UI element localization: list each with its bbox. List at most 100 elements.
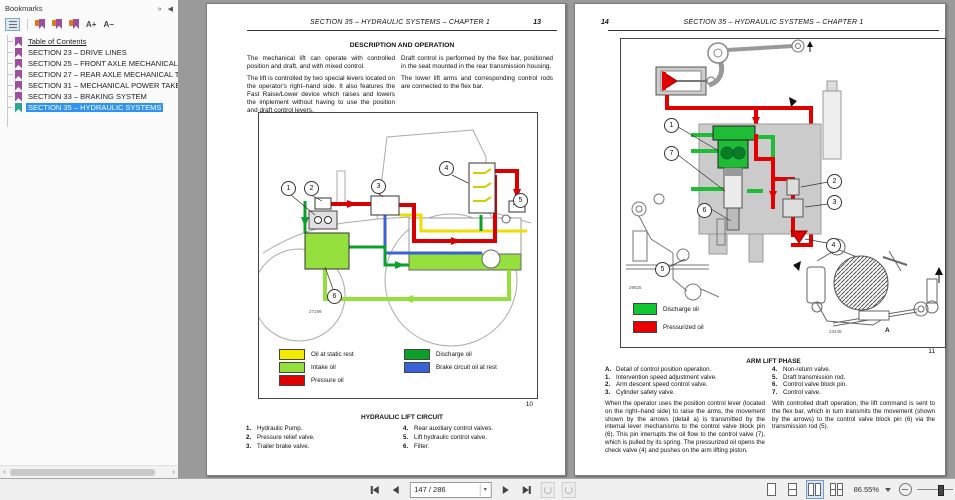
- legend-swatch: [404, 362, 430, 373]
- bottom-toolbar: 147 / 286 ▾ 86.55%: [0, 478, 955, 500]
- two-page-continuous-view-icon[interactable]: [829, 481, 845, 498]
- scroll-right-icon[interactable]: ›: [172, 469, 175, 476]
- list-item: A.Detail of control position operation.: [605, 366, 712, 373]
- bookmark-item-section-35[interactable]: SECTION 35 – HYDRAULIC SYSTEMS: [0, 102, 178, 113]
- bookmarks-panel: Bookmarks » ◀ A+ A− Table of Contents SE…: [0, 0, 179, 479]
- bookmarks-horizontal-scrollbar[interactable]: ‹ ›: [0, 465, 178, 479]
- section-title: DESCRIPTION AND OPERATION: [349, 42, 455, 49]
- legend-oil-static: Oil at static rest: [279, 349, 354, 360]
- callout-7: 7: [664, 146, 679, 161]
- figure-code-right: 23445: [829, 329, 842, 334]
- text-column-left: The mechanical lift can operate with con…: [247, 55, 395, 119]
- panel-menu-icon[interactable]: »: [157, 6, 162, 13]
- two-page-view-icon[interactable]: [805, 480, 824, 499]
- list-item: 6.Control valve block pin.: [772, 381, 847, 389]
- list-item: 2.Arm descent speed control valve.: [605, 381, 708, 389]
- header-rule: [247, 30, 557, 31]
- bookmark-ribbon-icon: [15, 80, 22, 91]
- header-rule: [608, 30, 939, 31]
- scroll-left-icon[interactable]: ‹: [3, 469, 6, 476]
- figure-hydraulic-lift-circuit: 1 2 3 4 5 6 27199 Oil at static rest Int…: [258, 112, 538, 399]
- text-increase-icon[interactable]: A+: [86, 20, 97, 29]
- legend-swatch: [404, 349, 430, 360]
- list-item: 7.Control valve.: [772, 388, 821, 396]
- page-number-input[interactable]: 147 / 286 ▾: [409, 481, 492, 498]
- page-number: 13: [533, 19, 541, 26]
- bookmark-item-section-31[interactable]: SECTION 31 – MECHANICAL POWER TAKE-OFF: [0, 80, 178, 91]
- page-14: 14 SECTION 35 – HYDRAULIC SYSTEMS – CHAP…: [574, 3, 946, 476]
- list-item: 6.Filter.: [403, 442, 430, 450]
- paragraph: Draft control is performed by the flex b…: [401, 55, 553, 70]
- callout-4: 4: [826, 238, 841, 253]
- bookmark-item-section-27[interactable]: SECTION 27 – REAR AXLE MECHANICAL TRANSM…: [0, 69, 178, 80]
- next-view-icon[interactable]: [561, 481, 576, 498]
- previous-page-button[interactable]: [388, 482, 402, 497]
- callout-3: 3: [371, 179, 386, 194]
- parts-list-right: 4.Rear auxiliary control valves. 5.Lift …: [403, 425, 493, 452]
- bookmark-ribbon-icon: [15, 91, 22, 102]
- figure-number: 10: [525, 401, 533, 408]
- callout-1: 1: [281, 181, 296, 196]
- continuous-view-icon[interactable]: [785, 481, 801, 498]
- zoom-slider[interactable]: [917, 483, 953, 496]
- single-page-view-icon[interactable]: [764, 481, 780, 498]
- lift-valve-diagram: [626, 39, 943, 327]
- legend-brake-oil: Brake circuit oil at rest: [404, 362, 497, 373]
- paragraph: The mechanical lift can operate with con…: [247, 55, 395, 70]
- zoom-dropdown-icon[interactable]: [885, 487, 891, 492]
- bookmark-item-section-25[interactable]: SECTION 25 – FRONT AXLE MECHANICAL TRANS…: [0, 58, 178, 69]
- bookmarks-tree: Table of Contents SECTION 23 – DRIVE LIN…: [0, 33, 178, 127]
- bookmarks-toolbar: A+ A−: [0, 16, 178, 33]
- legend-swatch: [279, 349, 305, 360]
- bookmark-options-icon[interactable]: [5, 18, 20, 31]
- bookmarks-panel-header: Bookmarks » ◀: [0, 0, 178, 16]
- paragraph: The lower lift arms and corresponding co…: [401, 74, 553, 90]
- bookmark-tool-icon-1[interactable]: [35, 19, 45, 30]
- figure-arm-lift-phase: 1 7 2 3 4 6 5 29825 23445 A Discharge oi…: [620, 38, 946, 348]
- zoom-out-icon[interactable]: [899, 483, 912, 496]
- list-item: 1.Hydraulic Pump.: [246, 425, 303, 432]
- bookmark-item-section-23[interactable]: SECTION 23 – DRIVE LINES: [0, 47, 178, 58]
- list-item: 3.Trailer brake valve.: [246, 442, 310, 450]
- bookmarks-panel-title: Bookmarks: [5, 4, 43, 13]
- bookmark-tool-icon-3[interactable]: [69, 19, 79, 30]
- last-page-button[interactable]: [519, 482, 533, 497]
- page-navigation: 147 / 286 ▾: [367, 479, 576, 500]
- zoom-level[interactable]: 86.55%: [853, 485, 879, 494]
- list-item: 4.Non-return valve.: [772, 366, 831, 373]
- chevron-down-icon[interactable]: ▾: [479, 483, 490, 496]
- bookmark-ribbon-icon: [15, 36, 22, 47]
- bookmark-ribbon-icon: [15, 47, 22, 58]
- legend-swatch: [279, 362, 305, 373]
- paragraph: The lift is controlled by two special le…: [247, 74, 395, 114]
- bookmark-item-section-33[interactable]: SECTION 33 – BRAKING SYSTEM: [0, 91, 178, 102]
- callout-2: 2: [304, 181, 319, 196]
- parts-list-left: 1.Hydraulic Pump. 2.Pressure relief valv…: [246, 425, 315, 452]
- bookmark-item-toc[interactable]: Table of Contents: [0, 36, 178, 47]
- list-item: 3.Cylinder safety valve.: [605, 388, 675, 396]
- callout-2: 2: [827, 174, 842, 189]
- callout-6: 6: [327, 289, 342, 304]
- page-13: SECTION 35 – HYDRAULIC SYSTEMS – CHAPTER…: [206, 3, 566, 476]
- panel-collapse-icon[interactable]: ◀: [167, 6, 173, 13]
- parts-list-left: A.Detail of control position operation. …: [605, 366, 717, 396]
- text-column-right: Draft control is performed by the flex b…: [401, 55, 553, 95]
- zoom-controls: 86.55%: [764, 479, 955, 500]
- text-decrease-icon[interactable]: A−: [103, 20, 114, 29]
- first-page-button[interactable]: [367, 482, 381, 497]
- list-item: 5.Draft transmission rod.: [772, 373, 846, 381]
- previous-view-icon[interactable]: [540, 481, 555, 498]
- legend-swatch: [633, 303, 657, 315]
- legend-discharge-oil: Discharge oil: [633, 303, 699, 315]
- scrollbar-thumb[interactable]: [10, 469, 156, 476]
- body-paragraph-left: When the operator uses the position cont…: [605, 400, 765, 454]
- section-title: ARM LIFT PHASE: [746, 358, 801, 365]
- bookmark-tool-icon-2[interactable]: [52, 19, 62, 30]
- legend-intake-oil: Intake oil: [279, 362, 336, 373]
- page-number: 14: [601, 19, 609, 26]
- list-item: 2.Pressure relief valve.: [246, 433, 315, 441]
- figure-code: 27199: [309, 309, 322, 314]
- zoom-slider-thumb[interactable]: [937, 485, 944, 496]
- next-page-button[interactable]: [498, 482, 512, 497]
